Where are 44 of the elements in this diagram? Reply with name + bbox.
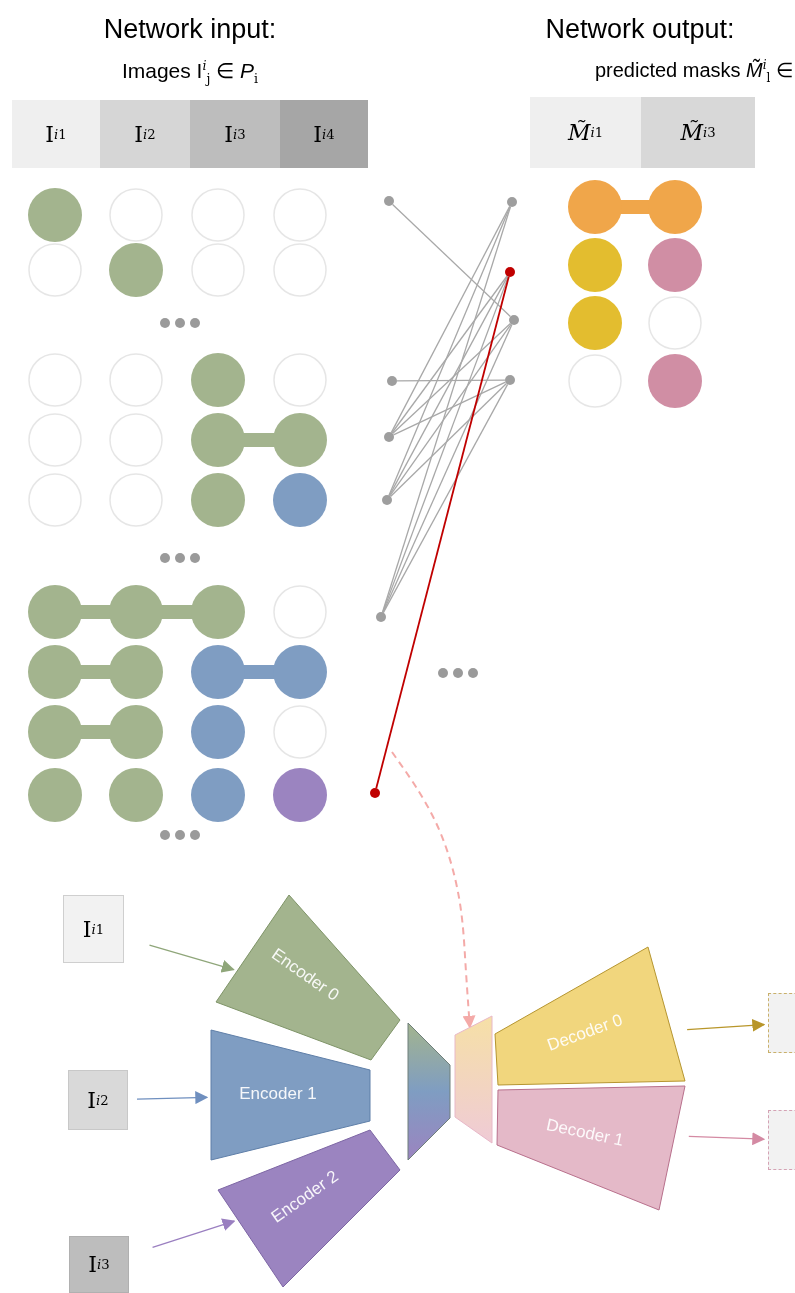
encoder-trapezoid — [218, 1130, 400, 1287]
connector-line — [388, 205, 511, 497]
connector-line — [390, 205, 511, 434]
graph-node-dot — [509, 315, 519, 325]
bottleneck-trapezoid — [455, 1016, 492, 1143]
encoder-trapezoid — [216, 895, 400, 1060]
subheading: Images I$^{i}$$_{j}$ ∈ P$_{i}$ — [121, 58, 259, 87]
arrow — [686, 1018, 766, 1032]
arrow — [148, 944, 235, 973]
connector-line — [389, 382, 508, 498]
graph-node-dot — [370, 788, 380, 798]
graph-node-dot — [384, 196, 394, 206]
connector-line — [382, 383, 509, 614]
connector-line — [388, 275, 509, 497]
decoder-trapezoid — [495, 947, 685, 1085]
graph-node-dot — [384, 432, 394, 442]
graph-node-dot — [505, 375, 515, 385]
connector-line — [391, 275, 508, 434]
bottleneck-trapezoid — [408, 1023, 450, 1160]
connector-line — [382, 323, 513, 614]
connector-line — [375, 275, 510, 790]
arrow — [391, 751, 476, 1029]
connector-line — [392, 322, 511, 435]
block-label: Decoder 1 — [544, 1115, 626, 1151]
connector-line — [391, 203, 512, 318]
heading: Network output: — [545, 14, 735, 45]
block-label: Encoder 1 — [239, 1084, 317, 1104]
heading: Network input: — [103, 14, 277, 45]
connector-line — [389, 323, 512, 497]
subheading: predicted masks M̃$^{i}$$_{l}$ ∈ — [594, 58, 793, 85]
graph-node-dot — [505, 267, 515, 277]
connector-line — [392, 381, 507, 436]
graph-node-dot — [382, 495, 392, 505]
graph-node-dot — [507, 197, 517, 207]
arrow — [688, 1132, 766, 1146]
decoder-trapezoid — [497, 1086, 685, 1210]
connector-line — [382, 276, 509, 613]
arrow — [151, 1218, 236, 1248]
connector-line — [396, 379, 506, 382]
connector-line — [381, 206, 512, 613]
graph-node-dot — [376, 612, 386, 622]
encoder-trapezoid — [211, 1030, 370, 1160]
graph-node-dot — [387, 376, 397, 386]
arrow — [136, 1091, 209, 1105]
